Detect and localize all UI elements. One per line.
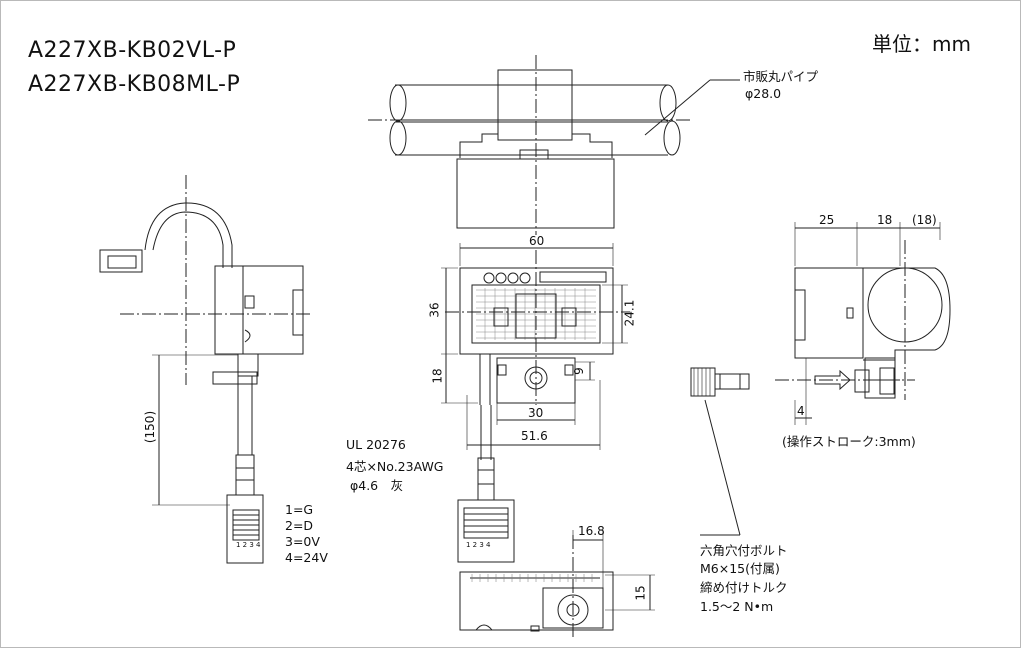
side-view-right	[690, 222, 951, 536]
dim-15: 15	[633, 585, 648, 601]
pin-4: 4=24V	[285, 550, 328, 565]
front-view	[441, 243, 630, 563]
model-number-2: A227XB-KB08ML-P	[28, 72, 241, 97]
torque-label: 締め付けトルク	[700, 580, 788, 595]
dim-16-8: 16.8	[578, 524, 605, 538]
bolt-name: 六角穴付ボルト	[700, 543, 788, 558]
dim-30: 30	[528, 406, 544, 420]
model-number-1: A227XB-KB02VL-P	[28, 38, 237, 63]
unit-label: 単位：mm	[872, 32, 971, 56]
connector-marking-left: 1 2 3 4	[236, 541, 261, 549]
side-view-left	[99, 175, 310, 564]
dim-18-paren: (18)	[912, 213, 937, 227]
pipe-diameter: φ28.0	[745, 86, 782, 101]
dim-18-top: 18	[877, 213, 893, 227]
pipe-name: 市販丸パイプ	[743, 69, 819, 84]
pin-2: 2=D	[285, 518, 314, 533]
torque-value: 1.5～2 N•m	[700, 599, 774, 614]
stroke-note: (操作ストローク:3mm)	[782, 434, 916, 449]
bolt-size: M6×15(付属)	[700, 561, 780, 576]
dim-60: 60	[529, 234, 545, 248]
dim-25: 25	[819, 213, 835, 227]
dim-24-1: 24.1	[622, 299, 637, 327]
pipe-top-view	[368, 55, 740, 235]
dim-18-left: 18	[430, 368, 445, 384]
pin-1: 1=G	[285, 502, 314, 517]
cable-spec-2: 4芯×No.23AWG	[346, 459, 444, 474]
dim-9: 9	[571, 367, 586, 375]
dim-4: 4	[797, 404, 805, 418]
pin-3: 3=0V	[285, 534, 320, 549]
dim-36: 36	[427, 302, 442, 318]
bottom-view	[459, 530, 655, 640]
dim-150: (150)	[143, 410, 158, 444]
dim-51-6: 51.6	[521, 429, 548, 443]
cable-spec-1: UL 20276	[346, 437, 406, 452]
cable-spec-3: φ4.6 灰	[350, 478, 404, 493]
connector-marking-center: 1 2 3 4	[466, 541, 491, 549]
